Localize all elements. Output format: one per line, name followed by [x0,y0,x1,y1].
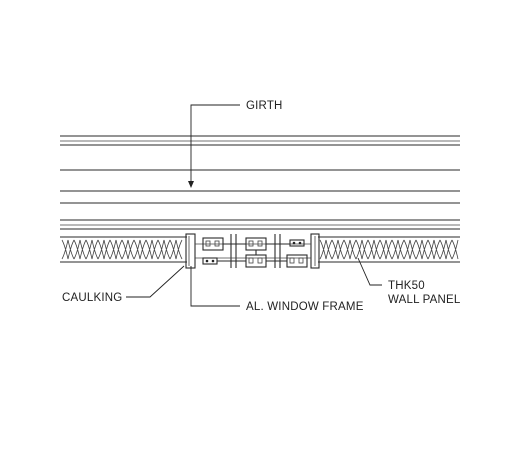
insulation-left [61,239,183,260]
wall-panel-left [60,236,187,263]
window-frame-assembly [185,233,320,269]
girth-leader [190,104,240,183]
wall-panel-leader [357,257,382,286]
caulking-right [310,233,320,269]
wall-panel-label: WALL PANEL [388,294,461,306]
caulking-label: CAULKING [62,292,122,304]
glazing-bead-bottom [202,257,218,265]
window-frame-leader [190,266,240,307]
caulking-leader [126,265,185,298]
window-frame-label: AL. WINDOW FRAME [246,301,364,313]
caulking-left [185,233,196,269]
girth-section [60,135,460,230]
wall-panel-right [318,236,460,263]
girth-arrow [188,181,194,188]
insulation-right [319,239,459,260]
thk50-label: THK50 [388,280,425,292]
girth-label: GIRTH [246,100,283,112]
leader-lines [126,104,382,307]
glazing-bead-top [289,239,305,247]
